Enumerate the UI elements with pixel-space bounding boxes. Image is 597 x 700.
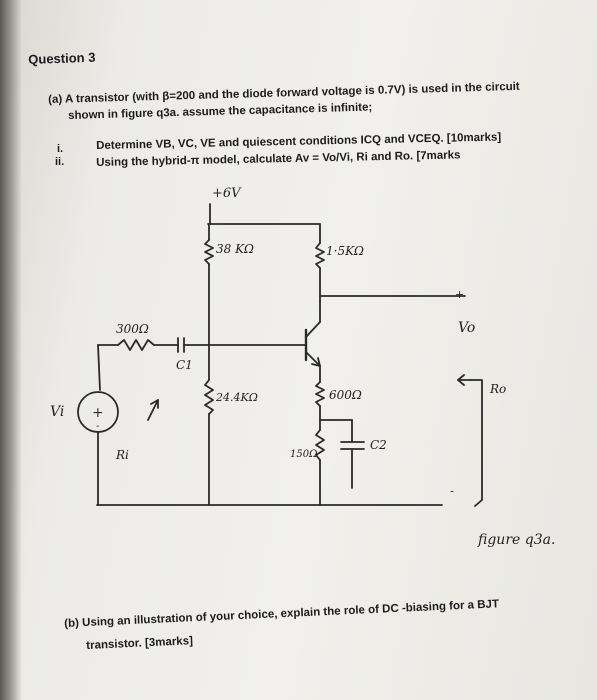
- ri-arrow: [147, 399, 159, 421]
- transistor-emitter: [305, 351, 321, 367]
- re1-resistor: [315, 381, 325, 407]
- output-minus-label: -: [450, 484, 455, 498]
- source-resistor-label: 300Ω: [116, 322, 149, 336]
- c2-label: C2: [370, 438, 387, 452]
- rb2-label: 24.4KΩ: [216, 391, 258, 404]
- ri-arrow-head: [150, 399, 159, 409]
- transistor-collector: [305, 321, 321, 338]
- sub-question-ii-number: ii.: [55, 156, 65, 168]
- rc-resistor: [315, 242, 325, 269]
- ri-label: Ri: [116, 448, 129, 462]
- source-wire-left: [97, 344, 101, 391]
- ro-bracket: [469, 379, 483, 507]
- rb1-label: 38 KΩ: [216, 242, 254, 256]
- source-resistor: [117, 339, 155, 351]
- sub-question-i-number: i.: [57, 143, 64, 155]
- re1-label: 600Ω: [329, 388, 362, 402]
- c1-label: C1: [176, 358, 193, 372]
- re2-resistor: [315, 429, 325, 461]
- vi-minus-sign: -: [96, 421, 100, 432]
- output-plus-label: +: [455, 288, 465, 301]
- supply-voltage-label: +6V: [212, 186, 241, 201]
- vi-label: Vi: [50, 404, 65, 420]
- ro-arrow-head: [457, 374, 465, 386]
- ro-label: Ro: [490, 382, 507, 396]
- rc-label: 1·5KΩ: [326, 244, 364, 258]
- rb2-resistor: [204, 379, 214, 415]
- figure-caption: figure q3a.: [478, 532, 556, 548]
- re2-label: 150Ω: [290, 449, 318, 460]
- vi-plus-sign: +: [92, 405, 104, 421]
- page-shadow: [0, 0, 22, 700]
- vo-label: Vo: [458, 320, 476, 336]
- rb1-resistor: [204, 239, 214, 265]
